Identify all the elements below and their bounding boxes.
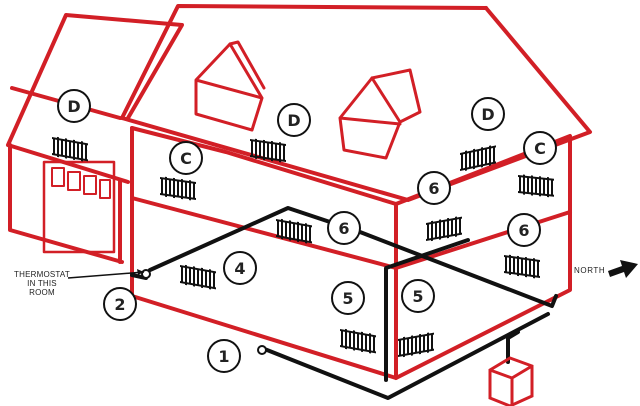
thermostat-icon xyxy=(141,269,151,279)
zone-label-6b: 6 xyxy=(338,219,349,238)
dormer-right-ridge xyxy=(370,68,422,124)
zone-label-5b: 5 xyxy=(412,287,423,306)
pipe-lower-loop xyxy=(260,312,550,400)
zone-circle-6b xyxy=(327,211,361,245)
main-eave-line xyxy=(130,126,572,206)
thermostat-label-line3: ROOM xyxy=(29,288,55,297)
callout-leader-line xyxy=(67,271,145,279)
radiator-icon xyxy=(338,326,378,356)
radiator-icon xyxy=(502,252,542,281)
north-label: NORTH xyxy=(574,266,605,275)
zone-circle-c1 xyxy=(169,141,203,175)
dormer-left-ridge xyxy=(228,40,266,90)
boiler-icon xyxy=(488,356,534,406)
zone-circle-1 xyxy=(207,339,241,373)
thermostat-label-line2: IN THIS xyxy=(27,279,57,288)
zone-circle-5b xyxy=(401,279,435,313)
house-outline xyxy=(6,4,592,380)
thermostat-label-line1: THERMOSTAT xyxy=(14,270,70,279)
zone-circle-d2 xyxy=(277,103,311,137)
zone-markers xyxy=(57,89,557,373)
callout-arrowhead-icon xyxy=(137,269,144,275)
dormer-right xyxy=(338,76,402,160)
zone-label-c1: C xyxy=(180,149,192,168)
north-arrow-icon xyxy=(608,260,638,278)
zone-label-5a: 5 xyxy=(342,289,353,308)
zone-circle-d3 xyxy=(471,97,505,131)
zone-label-2: 2 xyxy=(114,295,125,314)
dormer-left xyxy=(194,42,264,132)
garage-door-windows xyxy=(51,167,111,199)
radiator-icon xyxy=(396,330,436,360)
pipe-riser xyxy=(384,238,470,382)
thermostat-callout: THERMOSTAT IN THIS ROOM xyxy=(14,269,145,297)
garage-door xyxy=(42,160,116,254)
valve-icon xyxy=(257,345,267,355)
radiator-icon xyxy=(424,214,464,244)
zone-circle-2 xyxy=(103,287,137,321)
zone-circle-4 xyxy=(223,251,257,285)
zone-label-6c: 6 xyxy=(518,221,529,240)
north-indicator: NORTH xyxy=(574,260,638,278)
main-roof-front xyxy=(120,4,488,120)
zone-labels: D D D C C 6 6 6 5 5 4 2 1 xyxy=(67,97,546,366)
zone-circle-c2 xyxy=(523,131,557,165)
zone-label-6a: 6 xyxy=(428,179,439,198)
zone-circle-6c xyxy=(507,213,541,247)
zone-label-4: 4 xyxy=(234,259,245,278)
radiator-icon xyxy=(158,174,198,203)
radiator-icon xyxy=(178,262,218,292)
zone-label-d2: D xyxy=(287,111,300,130)
zone-circle-6a xyxy=(417,171,451,205)
garage-roof xyxy=(6,13,184,184)
second-floor-side xyxy=(394,210,572,270)
radiator-icon xyxy=(516,172,556,199)
zone-circle-5a xyxy=(331,281,365,315)
second-floor-front xyxy=(130,196,398,270)
zone-label-c2: C xyxy=(534,139,546,158)
zone-label-d1: D xyxy=(67,97,80,116)
zone-circle-d1 xyxy=(57,89,91,123)
zone-label-1: 1 xyxy=(218,347,229,366)
zone-label-d3: D xyxy=(481,105,494,124)
pipe-boiler-feed xyxy=(506,330,520,364)
